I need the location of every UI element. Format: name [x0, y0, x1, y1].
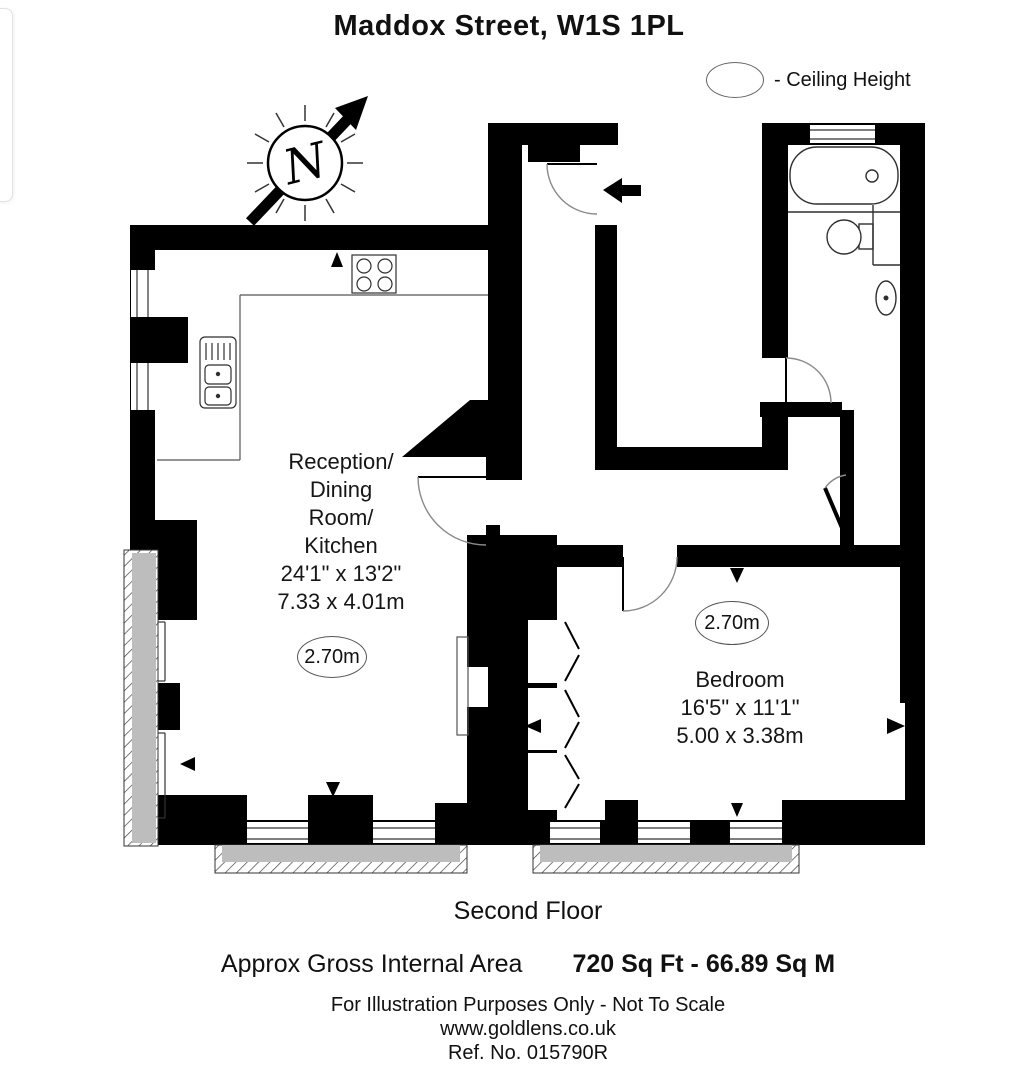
side-panel-edge [0, 8, 13, 202]
entry-arrow-icon [603, 178, 641, 203]
area-value: 720 Sq Ft - 66.89 Sq M [572, 950, 836, 978]
marker-left-icon [472, 757, 486, 772]
room-dims-imperial: 24'1" x 13'2" [280, 561, 402, 586]
survey-markers [180, 178, 905, 817]
ceiling-height-badge: 2.70m [695, 601, 769, 645]
bifold-door-icon [564, 621, 580, 809]
disclaimer-text: For Illustration Purposes Only - Not To … [330, 994, 726, 1016]
room-dims-metric: 7.33 x 4.01m [277, 589, 405, 614]
doors [417, 163, 850, 612]
window [730, 822, 782, 843]
window [131, 363, 155, 410]
window [131, 270, 155, 317]
room-dims-metric: 5.00 x 3.38m [676, 723, 804, 748]
marker-right-icon [887, 718, 905, 734]
window [638, 822, 690, 843]
bathroom-door [785, 357, 832, 404]
ceiling-height-label: - Ceiling Height [774, 68, 911, 91]
kitchen [157, 254, 488, 461]
bathtub-icon [789, 146, 899, 205]
entry-door [546, 163, 598, 215]
toilet-icon [826, 219, 874, 255]
ceiling-height-ellipse-icon [706, 62, 764, 98]
window [810, 125, 875, 143]
sink-icon [875, 280, 897, 316]
balcony [532, 844, 800, 874]
website-link[interactable]: www.goldlens.co.uk [440, 1018, 616, 1040]
north-compass-icon: N [246, 96, 368, 226]
hob-icon [351, 254, 397, 294]
marker-left-icon [525, 719, 541, 733]
window [550, 822, 600, 843]
bathroom [788, 146, 900, 316]
bedroom-door [622, 556, 678, 612]
closets [456, 620, 580, 810]
wall-recess [467, 667, 488, 707]
area-label: Approx Gross Internal Area [220, 950, 523, 978]
marker-down-icon [326, 782, 340, 797]
balcony [214, 844, 468, 874]
balcony [123, 549, 159, 847]
room-name: Bedroom [695, 667, 785, 692]
marker-down-icon [731, 803, 743, 817]
balconies [123, 549, 800, 874]
kitchen-sink-icon [199, 336, 237, 409]
ceiling-height-value: 2.70m [704, 611, 760, 634]
radiator-icon [456, 636, 469, 736]
window [373, 822, 435, 843]
ceiling-height-legend: - Ceiling Height [706, 62, 911, 98]
room-name: Reception/ Dining Room/ Kitchen [288, 449, 394, 558]
marker-down-icon [730, 568, 744, 583]
ceiling-height-value: 2.70m [304, 645, 360, 668]
floor-name: Second Floor [453, 897, 603, 925]
windows [131, 125, 875, 843]
ceiling-height-badge: 2.70m [297, 636, 367, 678]
reference-number: Ref. No. 015790R [447, 1042, 609, 1064]
bedroom-label: Bedroom 16'5" x 11'1" 5.00 x 3.38m [620, 666, 860, 750]
room-dims-imperial: 16'5" x 11'1" [680, 695, 800, 720]
page-title: Maddox Street, W1S 1PL [333, 10, 685, 42]
gross-internal-area: Approx Gross Internal Area 720 Sq Ft - 6… [0, 950, 1018, 979]
marker-up-icon [331, 252, 343, 267]
marker-left-icon [180, 757, 195, 771]
closet-door [823, 474, 850, 543]
reception-room-label: Reception/ Dining Room/ Kitchen 24'1" x … [221, 448, 461, 616]
reception-door [417, 476, 487, 546]
window [247, 822, 308, 843]
